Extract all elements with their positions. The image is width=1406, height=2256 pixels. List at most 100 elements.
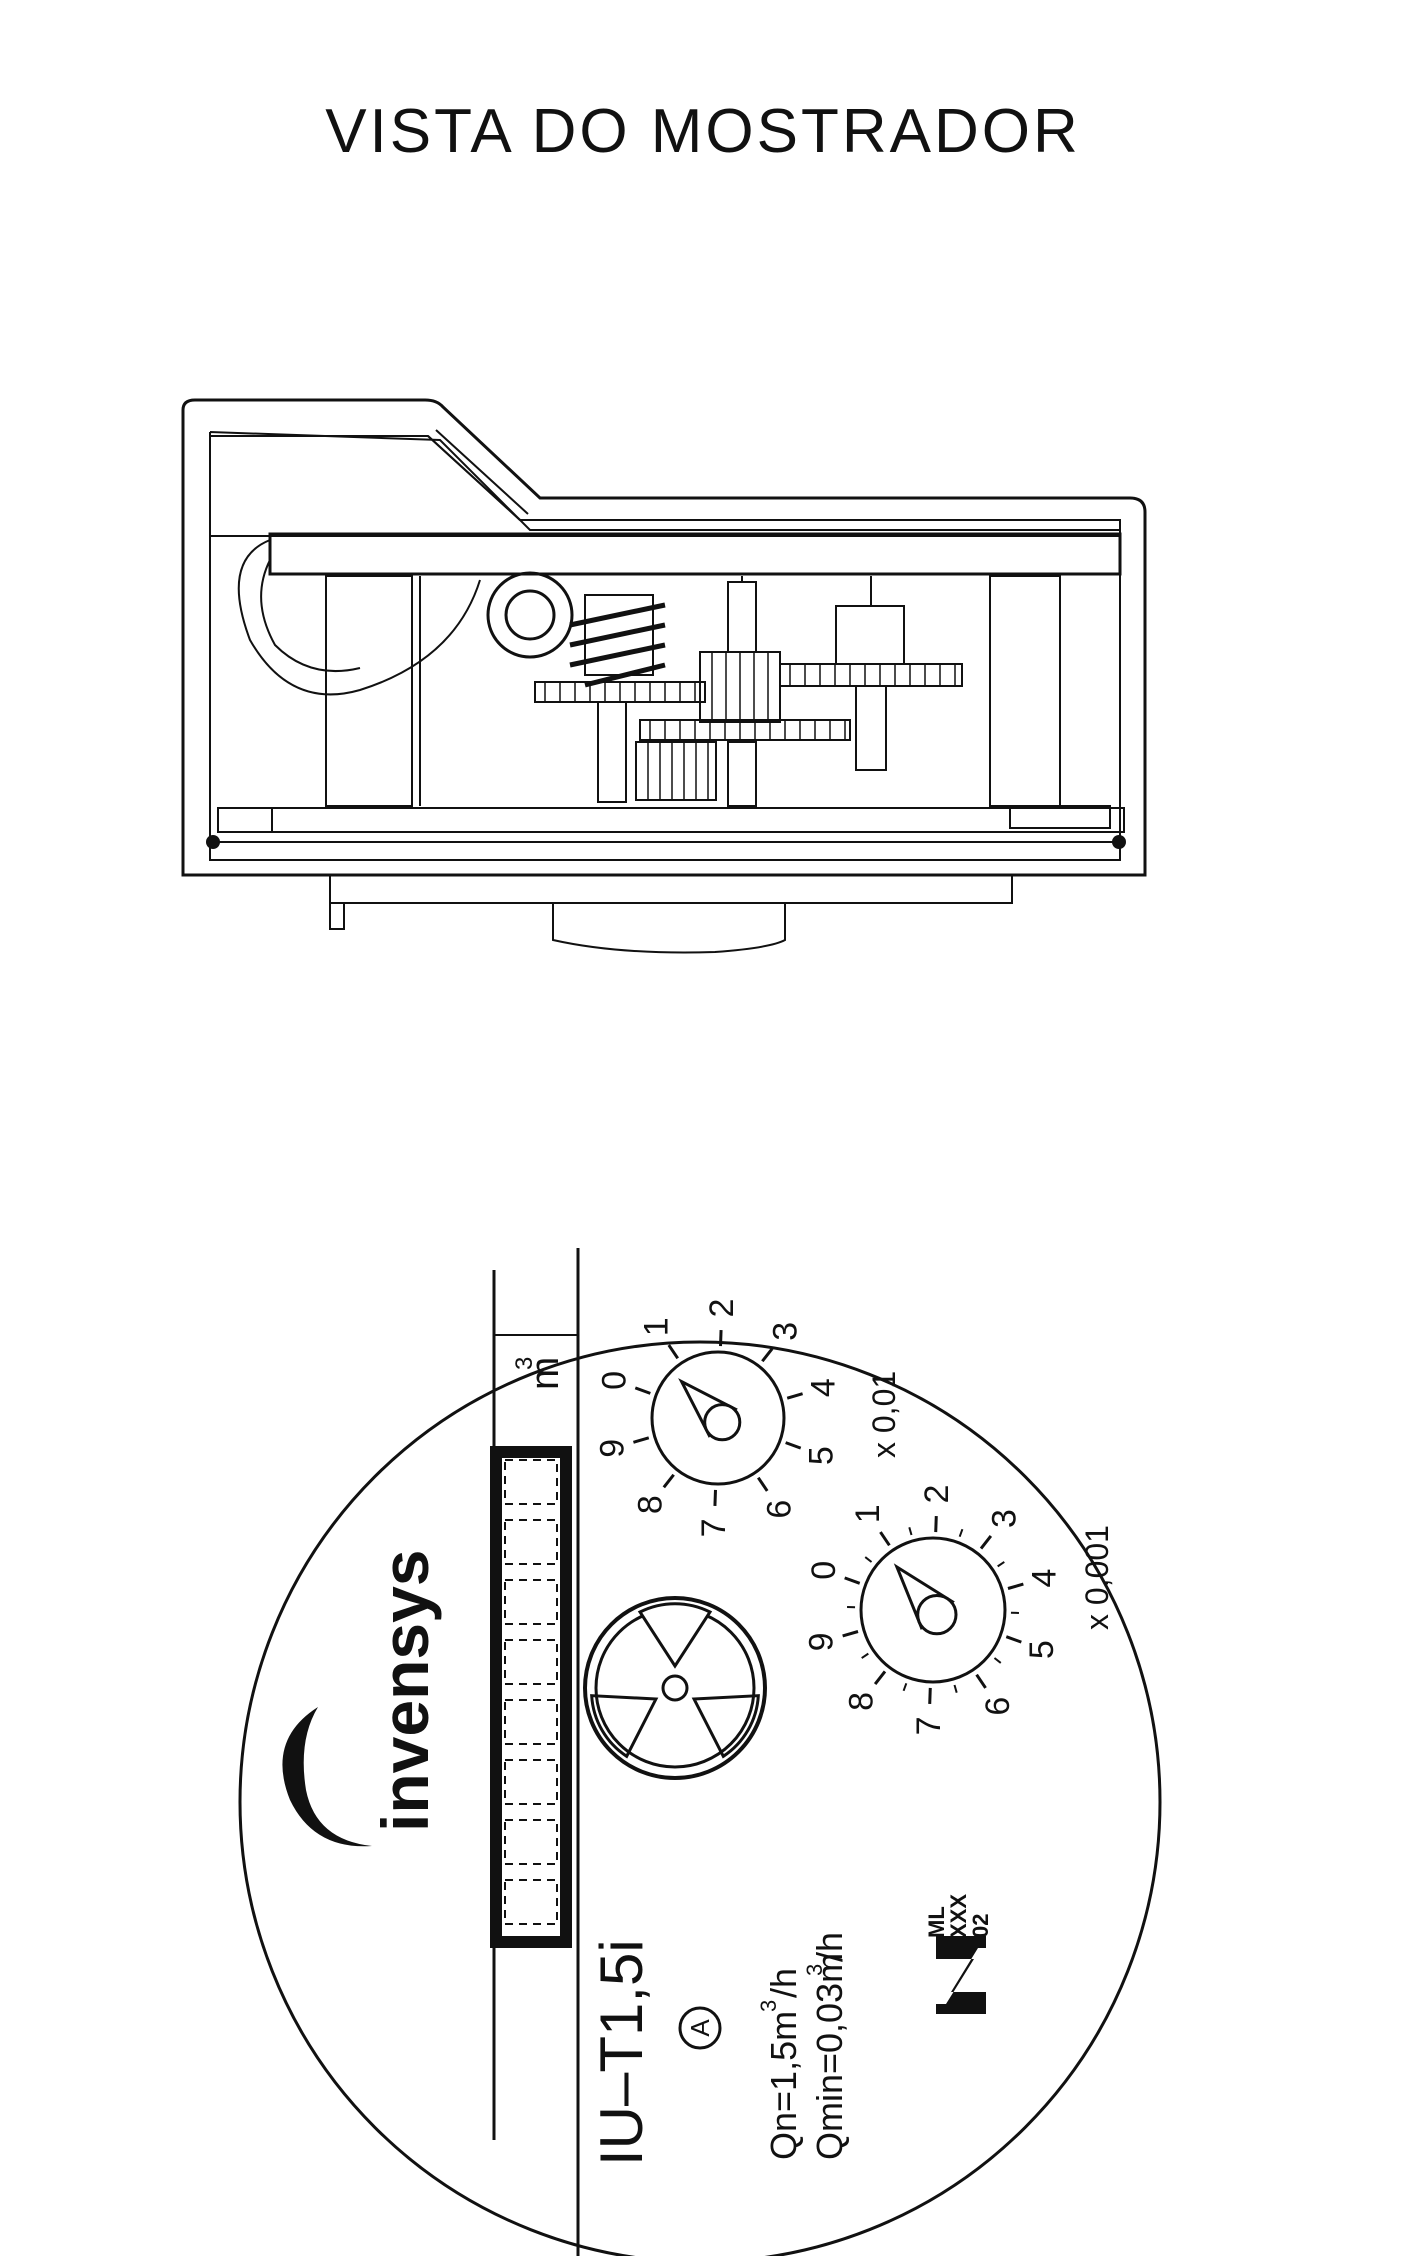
svg-text:Qn=1,5m: Qn=1,5m — [763, 2011, 804, 2160]
dial-digit: 7 — [910, 1716, 948, 1735]
dial-digit: 3 — [767, 1322, 805, 1341]
dial-tick — [761, 1347, 774, 1363]
unit-label: m — [523, 1357, 567, 1390]
svg-text:/h: /h — [763, 1968, 804, 1998]
meter-section-view — [181, 398, 1147, 954]
dial-tick — [757, 1476, 769, 1492]
shaft-right-top — [835, 605, 905, 665]
dial-tick — [879, 1531, 891, 1547]
class-mark: A — [678, 2006, 722, 2050]
shaft-left — [597, 701, 627, 803]
brand-name: invensys — [368, 1550, 442, 1833]
worm-wheel — [486, 571, 574, 659]
dial-digit: 6 — [979, 1697, 1017, 1716]
bottom-stub — [329, 902, 345, 930]
dial-tick — [662, 1473, 675, 1489]
svg-text:3: 3 — [756, 2000, 781, 2012]
model-designation: IU–T1,5i — [588, 1939, 655, 2166]
dial-digit: 9 — [802, 1633, 840, 1652]
register-digit-box — [504, 1639, 558, 1685]
shaft-right — [855, 685, 887, 771]
invensys-logo: invensys — [282, 1550, 442, 1847]
dial-digit: 7 — [695, 1518, 733, 1537]
dial-subtick — [861, 1652, 869, 1659]
base-pad-left — [217, 807, 273, 833]
dial-tick — [979, 1535, 993, 1550]
svg-text:Qmin=0,03m: Qmin=0,03m — [809, 1953, 850, 2160]
dial-subtick — [953, 1684, 958, 1693]
svg-text:/h: /h — [809, 1932, 850, 1962]
dial-tick — [928, 1687, 932, 1704]
register-digit-box — [504, 1879, 558, 1925]
approval-mark: ML XXX 02 — [924, 1894, 993, 2014]
upper-dial-multiplier: x 0,01 — [866, 1371, 902, 1458]
register-digit-box — [504, 1519, 558, 1565]
dial-outline — [238, 1340, 1162, 2256]
seal-right — [1112, 835, 1126, 849]
logo-crescent — [282, 1707, 372, 1847]
minimum-flow-rating: Qmin=0,03m 3 /h — [802, 1932, 850, 2160]
gear-upper-right — [779, 663, 963, 687]
dial-digit: 8 — [843, 1692, 881, 1711]
dial-digit: 0 — [805, 1561, 843, 1580]
shaft-center — [727, 581, 757, 653]
shaft-center-low — [727, 741, 757, 807]
dial-tick — [934, 1516, 938, 1533]
rear-wheel-arc-inner — [260, 559, 361, 672]
svg-text:XXX: XXX — [946, 1894, 971, 1938]
page-title: VISTA DO MOSTRADOR — [325, 97, 1081, 166]
bottom-boss — [552, 903, 786, 954]
dial-tick — [785, 1441, 802, 1450]
post-left — [325, 575, 413, 807]
pinion-lower — [635, 741, 717, 801]
dial-tick — [975, 1673, 987, 1689]
svg-text:02: 02 — [968, 1914, 993, 1938]
worm-screw — [569, 602, 666, 688]
nominal-flow-rating: Qn=1,5m 3 /h — [756, 1968, 804, 2160]
dial-digit: 2 — [918, 1485, 956, 1504]
dial-digit: 1 — [637, 1317, 675, 1336]
post-right — [989, 575, 1061, 807]
dial-digit: 5 — [802, 1446, 840, 1465]
svg-text:ML: ML — [924, 1906, 949, 1938]
lid-slope — [427, 429, 529, 521]
dial-tick — [632, 1436, 650, 1444]
dial-tick — [634, 1386, 651, 1395]
dial-subtick — [997, 1561, 1005, 1568]
dial-hub — [916, 1593, 958, 1636]
register-digit-box — [504, 1759, 558, 1805]
dial-tick — [713, 1489, 717, 1506]
dial-digit: 8 — [631, 1495, 669, 1514]
dial-digit: 4 — [805, 1378, 843, 1397]
lid — [209, 435, 1121, 537]
dial-digit: 6 — [761, 1500, 799, 1519]
base-pad-right — [1009, 805, 1111, 829]
top-plate — [268, 532, 1122, 576]
register-window — [490, 1446, 572, 1948]
dial-tick — [1007, 1582, 1024, 1590]
rear-wheel-arc — [237, 539, 481, 696]
register-digit-box — [504, 1579, 558, 1625]
dial-digit: 1 — [849, 1504, 887, 1523]
register-digit-boxes — [504, 1459, 558, 1925]
housing-outline — [181, 398, 1147, 877]
svg-text:3: 3 — [802, 1964, 827, 1976]
dial-tick — [786, 1392, 804, 1400]
dial-tick — [873, 1670, 887, 1685]
dial-hub — [703, 1403, 742, 1442]
register-digit-box — [504, 1459, 558, 1505]
dial-digit: 5 — [1023, 1640, 1061, 1659]
dial-ring — [859, 1536, 1007, 1684]
seal-left — [206, 835, 220, 849]
base-plate — [217, 807, 1125, 833]
dial-tick — [719, 1330, 723, 1347]
dial-tick — [844, 1576, 861, 1585]
dial-subtick — [993, 1657, 1002, 1664]
dial-subtick — [902, 1682, 908, 1692]
register-digit-box — [504, 1699, 558, 1745]
lower-dial-multiplier: x 0,001 — [1079, 1525, 1115, 1630]
svg-text:A: A — [685, 2019, 715, 2037]
